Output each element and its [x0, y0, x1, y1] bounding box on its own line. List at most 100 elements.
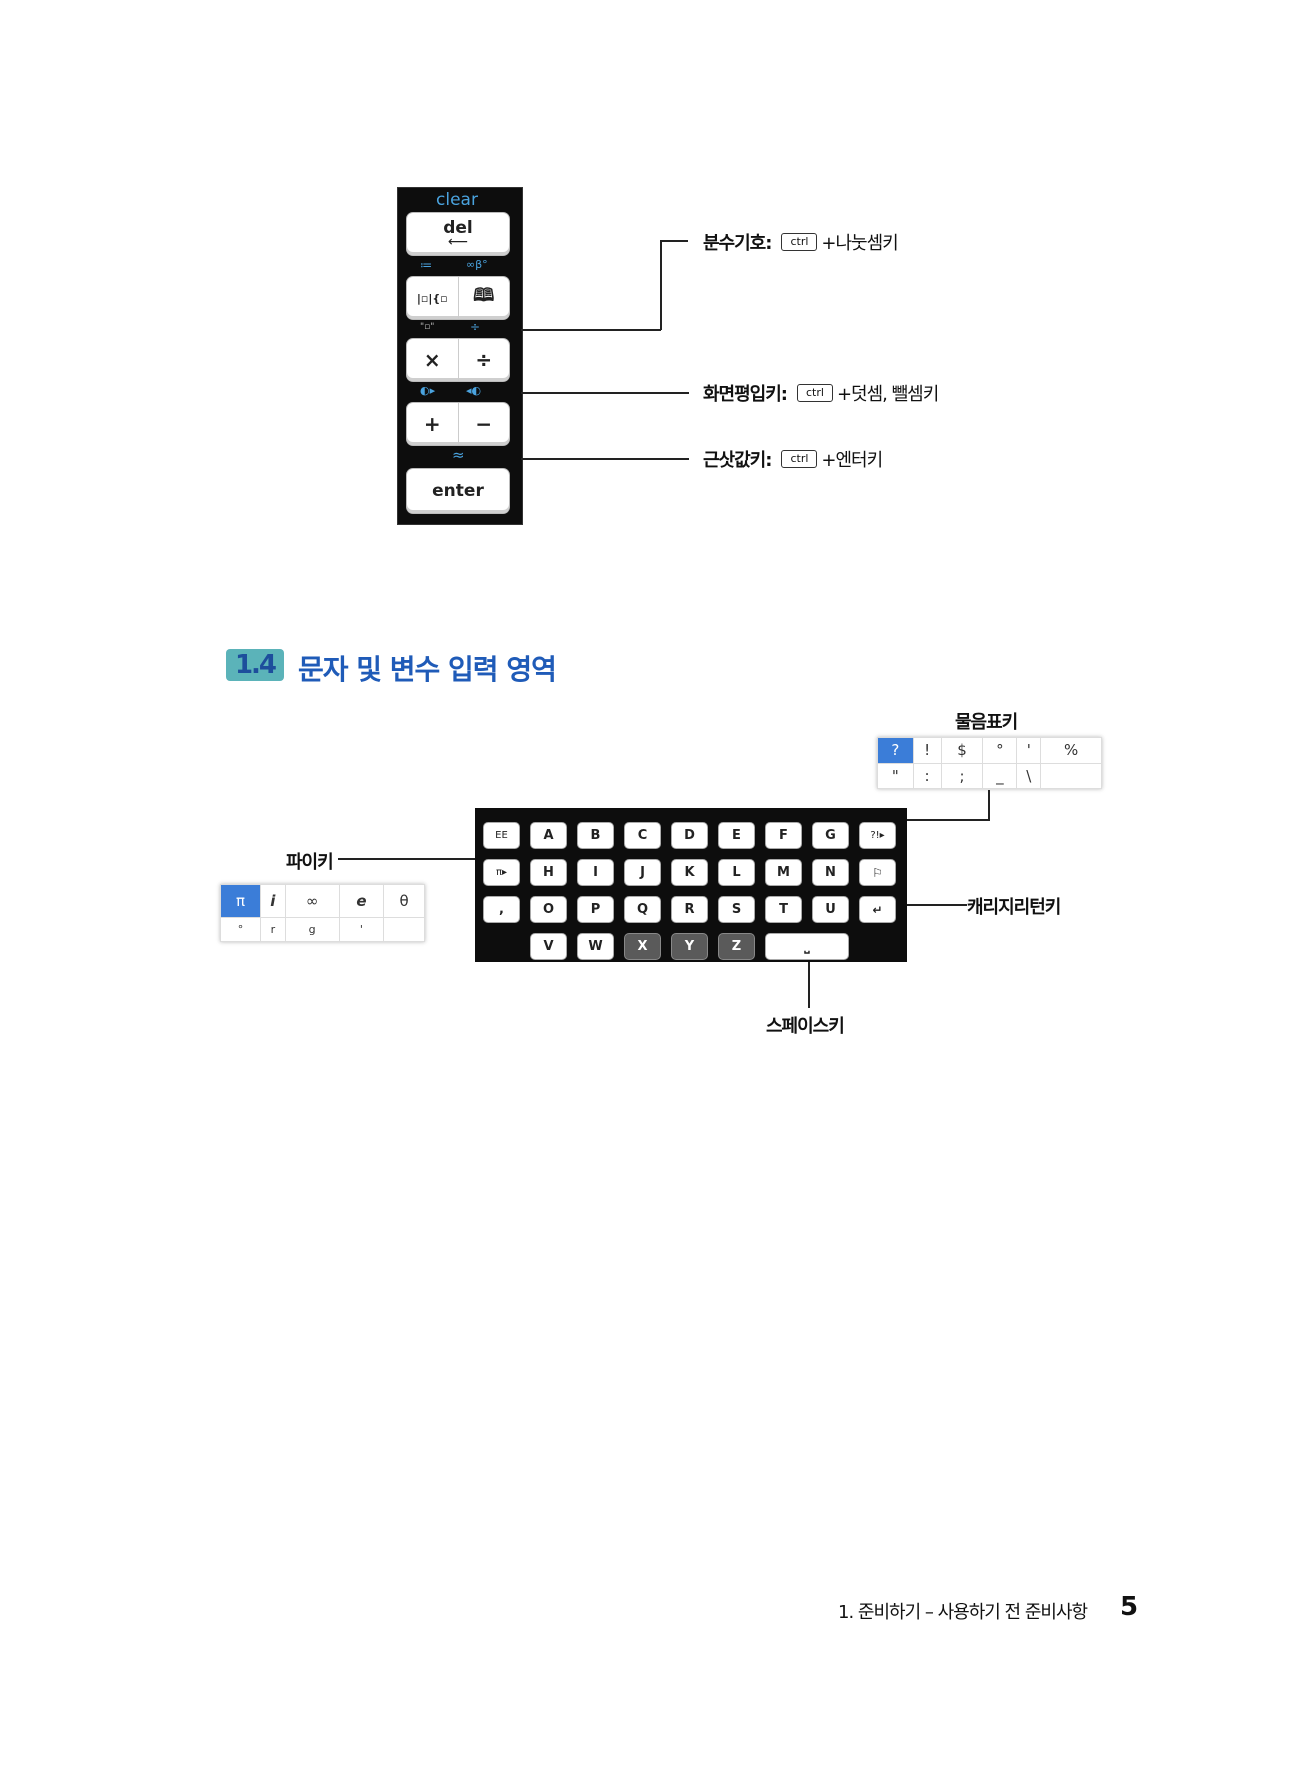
- fraction-callout-label: 분수기호:: [703, 233, 772, 254]
- space-key[interactable]: ⎵: [765, 933, 849, 960]
- key-x[interactable]: X: [624, 933, 661, 960]
- screen-shift-callout-rest: +덧셈, 뺄셈키: [836, 384, 939, 405]
- row3-label-right: ÷: [470, 320, 481, 334]
- template-catalog-key-pair: |▫|{▫ 🕮: [406, 276, 510, 320]
- catalog-book-icon[interactable]: 🕮: [473, 285, 495, 306]
- approx-callout-label: 근삿값키:: [703, 450, 772, 471]
- approx-callout-rest: +엔터키: [821, 450, 883, 471]
- approx-callout: 근삿값키: ctrl +엔터키: [703, 446, 883, 472]
- symbol-cell[interactable]: \: [1016, 762, 1042, 789]
- multiply-key[interactable]: ×: [407, 339, 459, 381]
- question-key-label: 물음표키: [955, 712, 1018, 733]
- symbol-cell[interactable]: θ: [383, 884, 425, 918]
- symbol-cell[interactable]: [383, 916, 425, 943]
- symbol-cell[interactable]: g: [284, 916, 340, 943]
- question-key[interactable]: ?!▸: [859, 822, 896, 849]
- connector-line: [521, 392, 689, 394]
- symbol-cell[interactable]: °: [982, 737, 1018, 764]
- key-e[interactable]: E: [718, 822, 755, 849]
- symbol-cell[interactable]: ;: [940, 762, 984, 789]
- minus-key[interactable]: −: [475, 412, 493, 436]
- symbol-cell[interactable]: [1040, 762, 1102, 789]
- key-j[interactable]: J: [624, 859, 661, 886]
- screen-shift-callout-label: 화면평입키:: [703, 384, 788, 405]
- row3-label-left: "▫": [420, 322, 435, 332]
- key-t[interactable]: T: [765, 896, 802, 923]
- connector-line: [900, 819, 990, 821]
- key-s[interactable]: S: [718, 896, 755, 923]
- symbol-cell[interactable]: i: [260, 884, 286, 918]
- ctrl-key-badge: ctrl: [797, 384, 833, 402]
- del-key[interactable]: del ⟵: [406, 212, 510, 256]
- key-c[interactable]: C: [624, 822, 661, 849]
- key-w[interactable]: W: [577, 933, 614, 960]
- connector-line: [521, 458, 689, 460]
- ctrl-key-badge: ctrl: [781, 450, 818, 468]
- symbol-cell[interactable]: °: [219, 916, 262, 943]
- key-o[interactable]: O: [530, 896, 567, 923]
- screen-shift-callout: 화면평입키: ctrl +덧셈, 뺄셈키: [703, 380, 939, 406]
- key-y[interactable]: Y: [671, 933, 708, 960]
- key-d[interactable]: D: [671, 822, 708, 849]
- symbol-cell[interactable]: ∞: [284, 884, 340, 918]
- key-h[interactable]: H: [530, 859, 567, 886]
- multiply-divide-key-pair: × ÷: [406, 338, 510, 382]
- section-title: 문자 및 변수 입력 영역: [298, 653, 557, 686]
- row4-label-left: ◐▸: [420, 384, 436, 397]
- key-a[interactable]: A: [530, 822, 567, 849]
- plus-key[interactable]: +: [407, 403, 459, 445]
- enter-key[interactable]: enter: [406, 468, 510, 514]
- fraction-callout: 분수기호: ctrl +나눗셈키: [703, 229, 899, 255]
- symbol-cell[interactable]: _: [982, 762, 1018, 789]
- symbol-cell[interactable]: !: [912, 737, 942, 764]
- return-icon[interactable]: ↵: [859, 896, 896, 923]
- symbol-cell[interactable]: ": [877, 762, 914, 789]
- symbol-cell[interactable]: ': [338, 916, 385, 943]
- symbol-cell[interactable]: $: [940, 737, 984, 764]
- pi-key-label: 파이키: [286, 852, 334, 873]
- alpha-keyboard: EE A B C D E F G ?!▸ π▸ H I J K L M N ⚐ …: [475, 808, 907, 962]
- del-key-label: del: [443, 218, 473, 238]
- question-symbol-table: ? ! $ ° ' % " : ; _ \: [877, 737, 1102, 789]
- symbol-cell[interactable]: ': [1016, 737, 1042, 764]
- page-number: 5: [1120, 1592, 1139, 1622]
- symbol-cell[interactable]: r: [260, 916, 286, 943]
- key-l[interactable]: L: [718, 859, 755, 886]
- key-z[interactable]: Z: [718, 933, 755, 960]
- connector-line: [521, 329, 661, 331]
- key-r[interactable]: R: [671, 896, 708, 923]
- connector-line: [988, 790, 990, 820]
- comma-key[interactable]: ,: [483, 896, 520, 923]
- symbol-cell[interactable]: :: [912, 762, 942, 789]
- key-f[interactable]: F: [765, 822, 802, 849]
- connector-line: [338, 858, 475, 860]
- ee-key[interactable]: EE: [483, 822, 520, 849]
- pi-key[interactable]: π▸: [483, 859, 520, 886]
- symbol-cell[interactable]: π: [219, 884, 262, 918]
- key-n[interactable]: N: [812, 859, 849, 886]
- key-u[interactable]: U: [812, 896, 849, 923]
- symbol-cell[interactable]: ?: [877, 737, 914, 764]
- connector-line: [660, 240, 688, 242]
- key-q[interactable]: Q: [624, 896, 661, 923]
- symbol-cell[interactable]: e: [338, 884, 385, 918]
- key-p[interactable]: P: [577, 896, 614, 923]
- flag-icon[interactable]: ⚐: [859, 859, 896, 886]
- section-number: 1.4: [226, 649, 284, 681]
- fraction-callout-rest: +나눗셈키: [821, 233, 898, 254]
- key-k[interactable]: K: [671, 859, 708, 886]
- clear-label: clear: [436, 190, 478, 210]
- connector-line: [660, 240, 662, 330]
- row2-label-left: ≔: [420, 258, 432, 272]
- divide-key[interactable]: ÷: [475, 348, 493, 372]
- key-m[interactable]: M: [765, 859, 802, 886]
- key-i[interactable]: I: [577, 859, 614, 886]
- key-g[interactable]: G: [812, 822, 849, 849]
- row4-label-right: ◂◐: [466, 384, 482, 397]
- connector-line: [808, 962, 810, 1008]
- template-key[interactable]: |▫|{▫: [407, 277, 459, 319]
- key-v[interactable]: V: [530, 933, 567, 960]
- calculator-key-panel: clear del ⟵ ≔ ∞β° |▫|{▫ 🕮 "▫" ÷ × ÷ ◐▸ ◂…: [397, 187, 523, 525]
- key-b[interactable]: B: [577, 822, 614, 849]
- symbol-cell[interactable]: %: [1040, 737, 1102, 764]
